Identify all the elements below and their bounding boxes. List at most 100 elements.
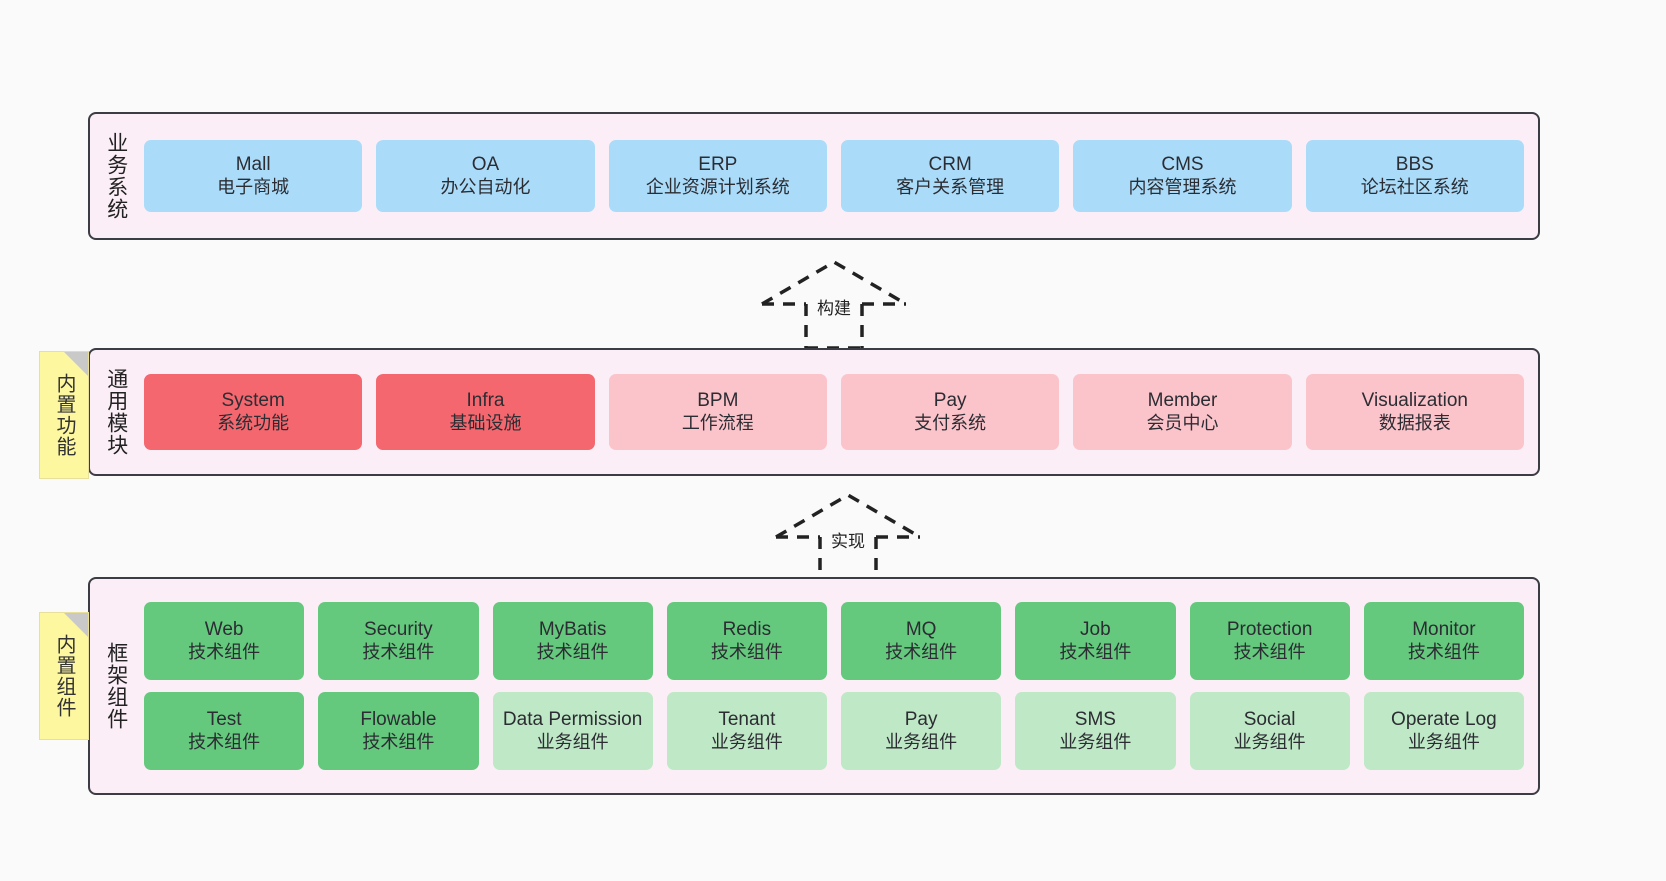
connector-build: 构建	[744, 256, 924, 350]
card-title: BBS	[1395, 154, 1434, 176]
card-subtitle: 数据报表	[1378, 412, 1451, 433]
card-subtitle: 系统功能	[217, 412, 290, 433]
card-subtitle: 业务组件	[1059, 731, 1132, 752]
card-subtitle: 论坛社区系统	[1360, 176, 1469, 197]
card-monitor[interactable]: Monitor 技术组件	[1363, 602, 1524, 680]
card-test[interactable]: Test 技术组件	[144, 692, 305, 770]
card-title: Infra	[466, 390, 505, 412]
card-subtitle: 技术组件	[536, 641, 609, 662]
layer-body-framework: Web 技术组件 Security 技术组件 MyBatis 技术组件 Redi…	[142, 579, 1538, 793]
card-mq[interactable]: MQ 技术组件	[841, 602, 1002, 680]
card-web[interactable]: Web 技术组件	[144, 602, 305, 680]
card-subtitle: 技术组件	[1233, 641, 1306, 662]
card-protection[interactable]: Protection 技术组件	[1189, 602, 1350, 680]
card-title: OA	[471, 154, 500, 176]
card-cms[interactable]: CMS 内容管理系统	[1073, 140, 1292, 212]
layer-title-common: 通用模块	[104, 368, 128, 456]
card-data-permission[interactable]: Data Permission 业务组件	[492, 692, 653, 770]
card-mybatis[interactable]: MyBatis 技术组件	[492, 602, 653, 680]
card-subtitle: 内容管理系统	[1128, 176, 1237, 197]
card-sms[interactable]: SMS 业务组件	[1015, 692, 1176, 770]
card-title: Security	[364, 619, 433, 641]
card-subtitle: 支付系统	[914, 412, 987, 433]
card-title: Test	[206, 709, 242, 731]
card-title: Social	[1243, 709, 1296, 731]
card-bpm[interactable]: BPM 工作流程	[608, 374, 827, 450]
card-subtitle: 会员中心	[1146, 412, 1219, 433]
card-title: Redis	[722, 619, 772, 641]
card-title: Visualization	[1361, 390, 1468, 412]
card-subtitle: 工作流程	[681, 412, 754, 433]
card-title: CRM	[928, 154, 972, 176]
common-card-row: System 系统功能 Infra 基础设施 BPM 工作流程 Pay 支付系统…	[144, 374, 1524, 450]
card-subtitle: 业务组件	[885, 731, 958, 752]
card-tenant[interactable]: Tenant 业务组件	[666, 692, 827, 770]
card-subtitle: 客户关系管理	[896, 176, 1005, 197]
card-bbs[interactable]: BBS 论坛社区系统	[1305, 140, 1524, 212]
card-system[interactable]: System 系统功能	[144, 374, 363, 450]
layer-title-framework: 框架组件	[104, 642, 128, 730]
card-visualization[interactable]: Visualization 数据报表	[1305, 374, 1524, 450]
sticky-note-label: 内置功能	[53, 373, 75, 457]
card-title: BPM	[697, 390, 739, 412]
framework-card-row-business: Test 技术组件 Flowable 技术组件 Data Permission …	[144, 692, 1524, 770]
card-subtitle: 技术组件	[710, 641, 783, 662]
connector-implement-label: 实现	[829, 527, 867, 552]
card-subtitle: 企业资源计划系统	[645, 176, 790, 197]
card-title: MyBatis	[538, 619, 607, 641]
card-title: Pay	[933, 390, 967, 412]
card-redis[interactable]: Redis 技术组件	[666, 602, 827, 680]
card-subtitle: 电子商城	[217, 176, 290, 197]
sticky-note-built-in-features: 内置功能	[39, 351, 89, 479]
card-title: Flowable	[360, 709, 437, 731]
card-mall[interactable]: Mall 电子商城	[144, 140, 363, 212]
card-title: Tenant	[718, 709, 776, 731]
dashed-arrow-up-icon	[761, 259, 907, 350]
card-oa[interactable]: OA 办公自动化	[376, 140, 595, 212]
card-title: Monitor	[1412, 619, 1476, 641]
framework-card-row-technical: Web 技术组件 Security 技术组件 MyBatis 技术组件 Redi…	[144, 602, 1524, 680]
card-title: Mall	[235, 154, 271, 176]
card-security[interactable]: Security 技术组件	[318, 602, 479, 680]
layer-body-business: Mall 电子商城 OA 办公自动化 ERP 企业资源计划系统 CRM 客户关系…	[142, 114, 1538, 238]
business-card-row: Mall 电子商城 OA 办公自动化 ERP 企业资源计划系统 CRM 客户关系…	[144, 140, 1524, 212]
card-subtitle: 技术组件	[188, 641, 261, 662]
card-title: Protection	[1226, 619, 1313, 641]
card-subtitle: 技术组件	[1407, 641, 1480, 662]
card-infra[interactable]: Infra 基础设施	[376, 374, 595, 450]
card-subtitle: 业务组件	[1233, 731, 1306, 752]
card-member[interactable]: Member 会员中心	[1073, 374, 1292, 450]
card-subtitle: 业务组件	[1407, 731, 1480, 752]
card-title: Operate Log	[1391, 709, 1497, 731]
card-title: MQ	[905, 619, 937, 641]
card-crm[interactable]: CRM 客户关系管理	[840, 140, 1060, 212]
layer-body-common: System 系统功能 Infra 基础设施 BPM 工作流程 Pay 支付系统…	[142, 350, 1538, 474]
card-title: SMS	[1074, 709, 1116, 731]
card-title: Job	[1080, 619, 1111, 641]
card-title: Data Permission	[502, 709, 643, 731]
sticky-note-label: 内置组件	[53, 634, 75, 718]
card-operate-log[interactable]: Operate Log 业务组件	[1363, 692, 1524, 770]
layer-title-business: 业务系统	[104, 132, 128, 220]
sticky-note-built-in-components: 内置组件	[39, 612, 89, 740]
card-subtitle: 业务组件	[710, 731, 783, 752]
card-subtitle: 技术组件	[188, 731, 261, 752]
card-erp[interactable]: ERP 企业资源计划系统	[608, 140, 827, 212]
card-title: System	[221, 390, 285, 412]
dashed-arrow-up-icon	[775, 492, 921, 583]
card-subtitle: 技术组件	[362, 731, 435, 752]
card-social[interactable]: Social 业务组件	[1189, 692, 1350, 770]
card-flowable[interactable]: Flowable 技术组件	[318, 692, 479, 770]
card-subtitle: 技术组件	[885, 641, 958, 662]
card-subtitle: 技术组件	[1059, 641, 1132, 662]
card-pay-module[interactable]: Pay 支付系统	[840, 374, 1060, 450]
card-subtitle: 业务组件	[536, 731, 609, 752]
card-title: CMS	[1161, 154, 1204, 176]
card-job[interactable]: Job 技术组件	[1015, 602, 1176, 680]
layer-common-modules: 通用模块 System 系统功能 Infra 基础设施 BPM 工作流程 Pay…	[88, 348, 1540, 476]
card-title: Member	[1147, 390, 1218, 412]
card-subtitle: 技术组件	[362, 641, 435, 662]
card-pay-component[interactable]: Pay 业务组件	[841, 692, 1002, 770]
card-title: Web	[204, 619, 244, 641]
connector-build-label: 构建	[815, 294, 853, 319]
